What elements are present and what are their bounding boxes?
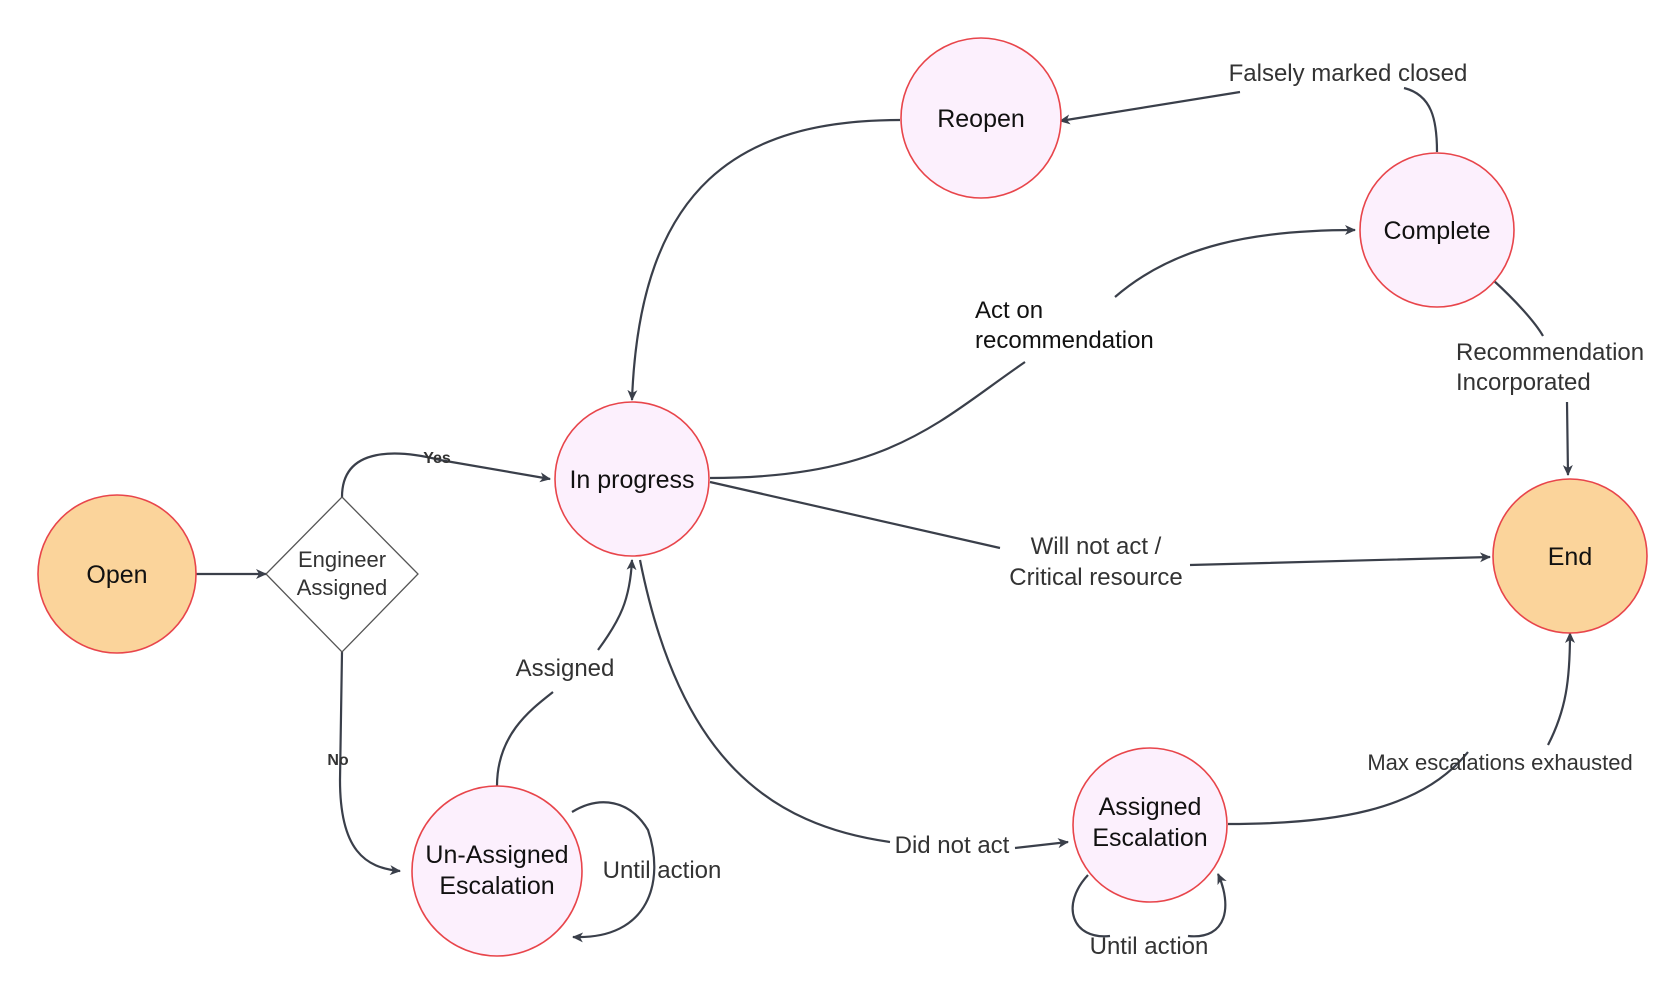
edge-label-yes: Yes (423, 450, 451, 467)
edge-inprogress-to-complete (709, 230, 1355, 480)
assigned-escalation-node[interactable]: Assigned Escalation (1072, 747, 1228, 903)
complete-node[interactable]: Complete (1359, 152, 1515, 308)
in-progress-label: In progress (569, 466, 694, 494)
edge-inprogress-to-end (709, 480, 1490, 565)
edge-label-did-not-act: Did not act (895, 832, 1010, 859)
edge-label-recommendation-line1: Recommendation (1456, 339, 1644, 366)
unassigned-escalation-node[interactable]: Un-Assigned Escalation (411, 785, 583, 957)
in-progress-node[interactable]: In progress (554, 401, 710, 557)
edge-complete-to-reopen (1060, 86, 1439, 153)
edge-assigned-self-loop (1071, 874, 1226, 938)
edge-assigned-to-end (1227, 633, 1570, 826)
end-node[interactable]: End (1492, 478, 1648, 634)
open-label: Open (86, 561, 147, 589)
unassigned-label-line2: Escalation (439, 872, 554, 900)
edge-reopen-to-inprogress (627, 118, 901, 401)
decision-label-line1: Engineer (298, 547, 386, 572)
edge-unassigned-self-loop (571, 801, 656, 943)
edge-label-no: No (327, 752, 349, 769)
reopen-node[interactable]: Reopen (900, 37, 1062, 199)
unassigned-label-line1: Un-Assigned (425, 841, 568, 869)
edge-label-will-not-act-line2: Critical resource (1009, 564, 1182, 591)
edge-label-falsely-marked-closed: Falsely marked closed (1229, 60, 1468, 87)
edge-label-assigned: Assigned (516, 655, 615, 682)
edge-decision-yes (340, 452, 551, 498)
edge-decision-no (338, 651, 401, 876)
edge-label-act-line2: recommendation (975, 327, 1154, 354)
edge-label-act-line1: Act on (975, 297, 1043, 324)
edge-complete-to-end (1492, 279, 1568, 475)
complete-label: Complete (1384, 217, 1491, 245)
edge-label-until-action-assigned: Until action (1090, 933, 1209, 960)
open-node[interactable]: Open (37, 494, 197, 654)
assigned-label-line2: Escalation (1092, 824, 1207, 852)
end-label: End (1548, 543, 1592, 571)
edge-label-max-escalations: Max escalations exhausted (1367, 750, 1632, 775)
edge-label-will-not-act-line1: Will not act / (1031, 533, 1162, 560)
engineer-assigned-decision[interactable]: Engineer Assigned (265, 496, 419, 653)
edge-label-recommendation-line2: Incorporated (1456, 369, 1591, 396)
reopen-label: Reopen (937, 105, 1025, 133)
edge-unassigned-to-inprogress (495, 560, 632, 787)
edge-label-until-action-unassigned: Until action (603, 857, 722, 884)
decision-label-line2: Assigned (297, 575, 388, 600)
edge-inprogress-to-assigned (638, 559, 1068, 848)
assigned-label-line1: Assigned (1099, 793, 1202, 821)
